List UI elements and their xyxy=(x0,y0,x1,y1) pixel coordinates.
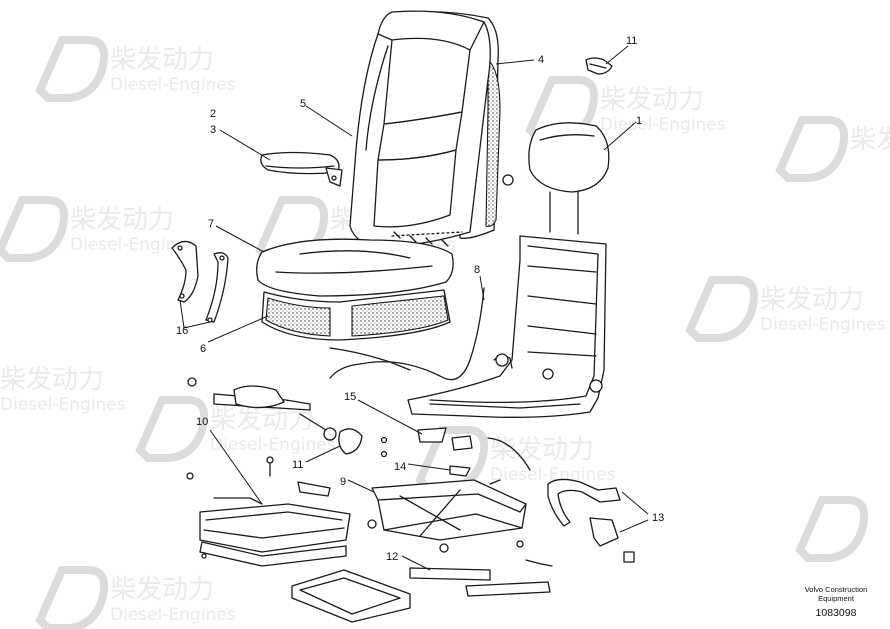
watermark-brand: 柴发动力 xyxy=(70,205,174,235)
callout-10: 10 xyxy=(196,416,208,428)
watermark-sub: Diesel-Engines xyxy=(110,75,236,95)
part-base-plate xyxy=(291,569,411,623)
callout-1: 1 xyxy=(636,115,642,127)
watermark-sub: Diesel-Engines xyxy=(600,115,726,135)
watermark-logo: 柴发动力 Diesel-Engines xyxy=(35,566,236,629)
watermark-logo xyxy=(795,496,869,562)
watermark-layer: 柴发动力 Diesel-Engines 柴发动力 Diesel-Engines … xyxy=(0,36,890,629)
part-mechanism-shaft xyxy=(187,377,363,455)
watermark-brand: 柴发动力 xyxy=(760,285,864,315)
watermark-brand: 柴发动力 xyxy=(110,575,214,605)
part-side-brackets xyxy=(171,240,229,323)
leader-lines xyxy=(179,45,649,571)
part-cable xyxy=(329,287,485,381)
part-clip-top xyxy=(585,57,613,75)
callout-9: 9 xyxy=(340,476,346,488)
watermark-logo: 柴发动力 Diesel-Engines xyxy=(0,196,196,262)
watermark-sub: Diesel-Engines xyxy=(70,235,196,255)
watermark-brand: 柴发动力 xyxy=(490,435,594,465)
watermark-sub: Diesel-Engines xyxy=(760,315,886,335)
part-seat-frame xyxy=(407,235,607,418)
part-rails xyxy=(409,559,553,597)
callout-14: 14 xyxy=(394,461,406,473)
watermark-logo: 柴发动力 Diesel-Engines xyxy=(35,36,236,102)
part-scissor-base xyxy=(186,472,351,567)
callout-11-top: 11 xyxy=(626,35,637,47)
callout-8: 8 xyxy=(474,264,480,276)
watermark-logo: 柴发动力 Diesel-Engines xyxy=(685,276,886,342)
part-armrest xyxy=(260,151,343,187)
part-seat-cushion xyxy=(256,238,454,297)
callout-13: 13 xyxy=(652,512,664,524)
watermark-sub: Diesel-Engines xyxy=(490,465,616,485)
callout-7: 7 xyxy=(208,218,214,230)
watermark-logo: 柴发动力 xyxy=(775,116,890,182)
drawing-footer: Volvo Construction Equipment 1083098 xyxy=(805,585,868,619)
footer-publisher-line2: Equipment xyxy=(818,594,855,603)
watermark-brand: 柴发动力 xyxy=(0,365,104,395)
backrest-hook-row xyxy=(393,231,449,247)
part-headrest xyxy=(528,122,610,235)
watermark-logo: 柴发动力 Diesel-Engines xyxy=(135,396,336,462)
part-bolts xyxy=(266,456,331,497)
callout-4: 4 xyxy=(538,54,544,66)
watermark-sub: Diesel-Engines xyxy=(110,605,236,625)
part-seat-belt xyxy=(547,478,635,563)
watermark-sub: Diesel-Engines xyxy=(0,395,126,415)
callout-3: 3 xyxy=(210,124,216,136)
callout-12: 12 xyxy=(386,551,398,563)
drawing-number: 1083098 xyxy=(816,607,857,619)
watermark-brand: 柴发动力 xyxy=(110,45,214,75)
shell-knob-icon xyxy=(502,174,514,186)
watermark-logo: 柴发动力 Diesel-Engines xyxy=(415,426,616,492)
callout-2: 2 xyxy=(210,108,216,120)
watermark-brand: 柴发动力 xyxy=(600,85,704,115)
footer-publisher-line1: Volvo Construction xyxy=(805,585,868,594)
callout-5: 5 xyxy=(300,98,306,110)
part-backrest-cushion xyxy=(349,10,491,249)
watermark-logo: 柴发动力 Diesel-Engines xyxy=(0,365,126,415)
part-seat-base xyxy=(261,289,451,341)
callout-16: 16 xyxy=(176,325,188,337)
watermark-brand: 柴发动力 xyxy=(210,405,314,435)
callout-labels: 1 2 3 4 5 6 7 8 9 10 11 11 12 13 14 15 1… xyxy=(176,35,664,563)
part-slide-mechanism xyxy=(367,479,527,553)
callout-15: 15 xyxy=(344,391,356,403)
callout-6: 6 xyxy=(200,343,206,355)
watermark-brand: 柴发动力 xyxy=(850,125,890,155)
part-latch xyxy=(380,427,531,485)
callout-11-lower: 11 xyxy=(292,459,303,471)
watermark-sub: Diesel-Engines xyxy=(210,435,336,455)
